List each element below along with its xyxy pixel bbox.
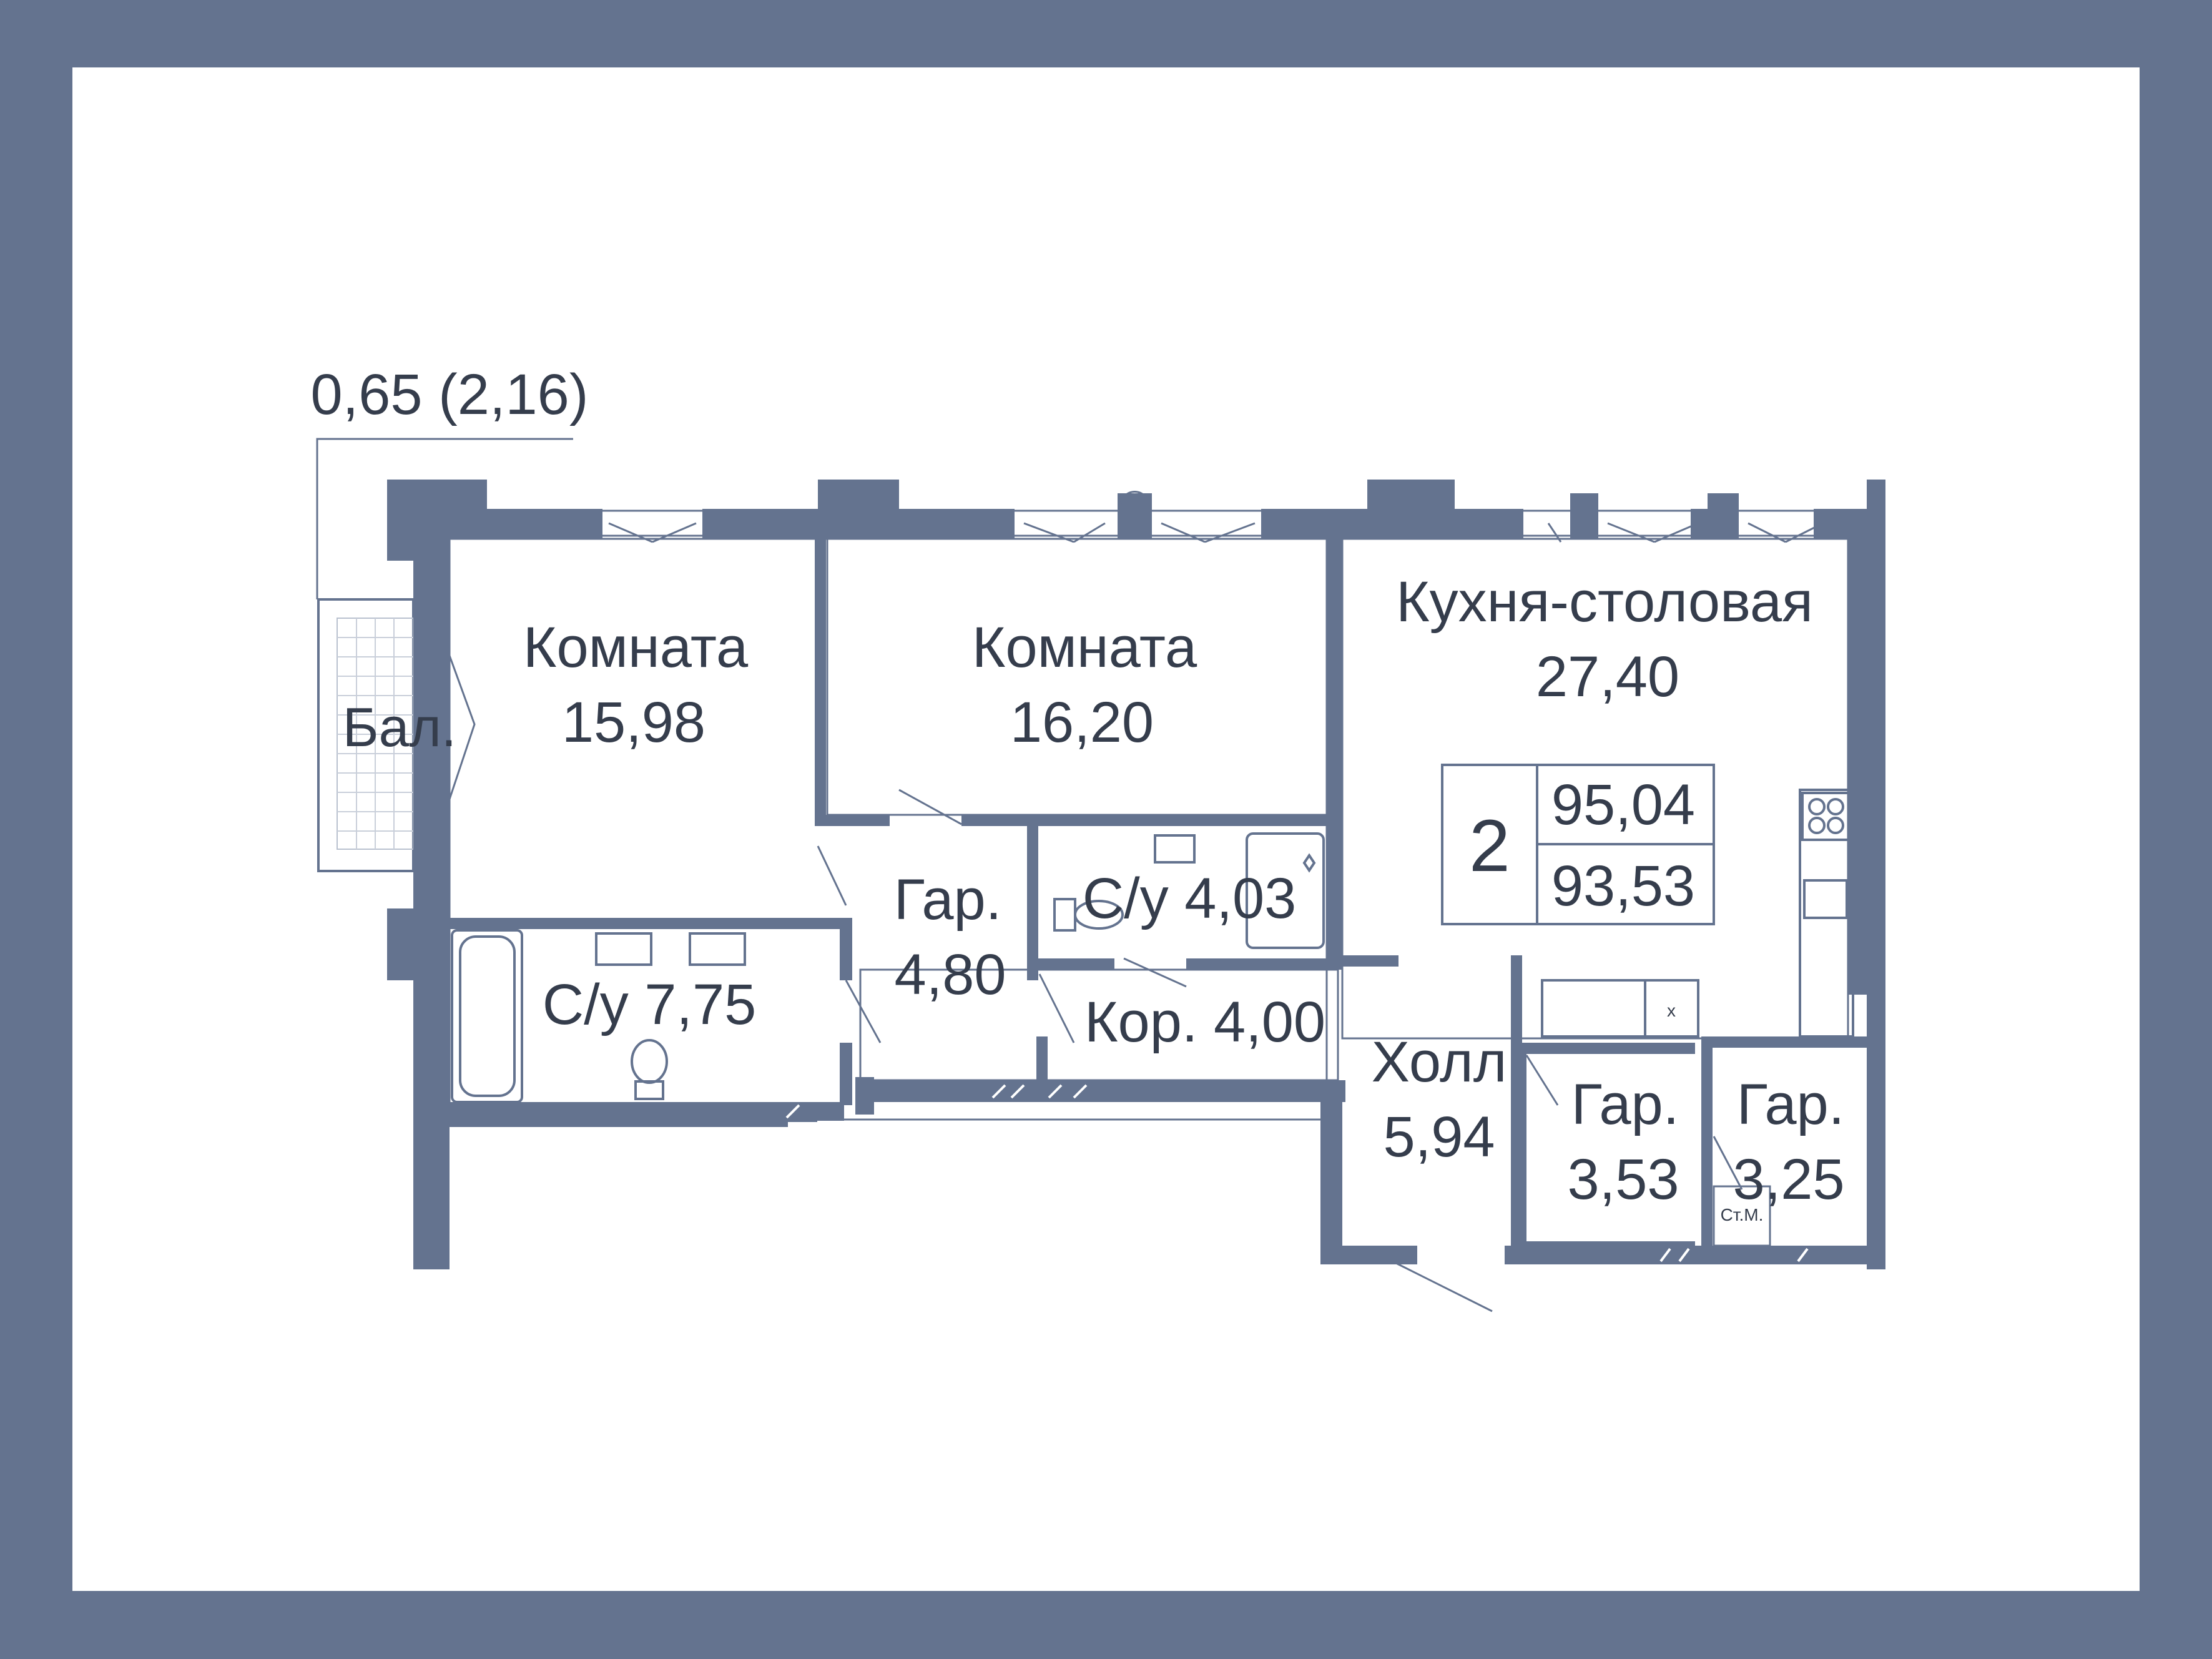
walls: [387, 480, 1885, 1269]
room2-name: Комната: [972, 616, 1197, 679]
room1-name: Комната: [523, 616, 749, 679]
room2-area: 16,20: [1010, 691, 1154, 754]
summary-box: 2 95,04 93,53: [1441, 764, 1715, 925]
balcony: [317, 598, 415, 872]
window-symbols: [608, 491, 1824, 543]
summary-rooms-count: 2: [1469, 805, 1510, 887]
balcony-name: Бал.: [343, 696, 457, 758]
kitchen-name: Кухня-столовая: [1396, 570, 1813, 634]
wardrobe3-area: 3,25: [1733, 1148, 1844, 1211]
door-swings: [448, 655, 1743, 1312]
wardrobe1-area: 4,80: [894, 943, 1006, 1007]
wardrobe2-area: 3,53: [1567, 1148, 1679, 1211]
room1-area: 15,98: [562, 691, 705, 754]
washer-label: Ст.М.: [1721, 1205, 1764, 1224]
bath-small-label: С/у 4,03: [1083, 867, 1297, 930]
hall-name: Холл: [1372, 1030, 1507, 1094]
balcony-area-label: 0,65 (2,16): [311, 363, 589, 426]
kitchen-area: 27,40: [1536, 645, 1679, 709]
wardrobe2-name: Гар.: [1571, 1073, 1679, 1136]
hall-area: 5,94: [1383, 1105, 1495, 1169]
washer: [1713, 1185, 1771, 1247]
bath-large-fixtures: [451, 929, 817, 1122]
corridor-label: Кор. 4,00: [1084, 990, 1325, 1054]
bath-small-fixtures: [1053, 832, 1325, 949]
bath-large-label: С/у 7,75: [543, 973, 757, 1036]
wall-ticks: [785, 1084, 1809, 1263]
summary-living-area: 93,53: [1551, 854, 1695, 918]
summary-total-area: 95,04: [1551, 773, 1695, 837]
wardrobe3-name: Гар.: [1737, 1073, 1845, 1136]
wardrobe1-name: Гар.: [894, 868, 1002, 932]
cabinet-mark: x: [1667, 1001, 1676, 1020]
kitchen-fixtures: [1541, 789, 1854, 1038]
balcony-leader: [316, 438, 573, 599]
